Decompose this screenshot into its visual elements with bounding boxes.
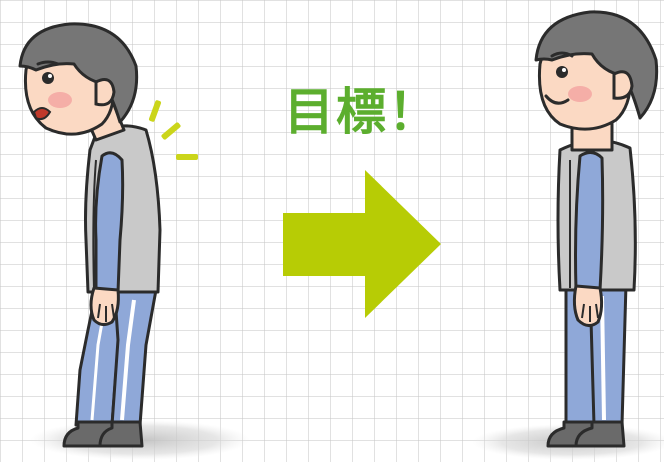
strain-marks-icon: [148, 100, 198, 160]
right-figure-shoe-front: [574, 420, 626, 448]
right-figure-eye: [556, 66, 568, 78]
right-figure-hand: [572, 284, 604, 327]
right-figure-hair: [534, 10, 659, 120]
slouching-man-icon: [18, 22, 250, 460]
goal-label: 目標！: [284, 83, 440, 141]
left-figure-mouth: [32, 107, 52, 121]
left-figure-vest-zip: [92, 159, 97, 291]
right-figure-arm: [574, 151, 605, 292]
right-arrow-icon: [283, 170, 441, 318]
left-figure-eye: [42, 72, 54, 84]
right-figure-pant-stripe: [600, 295, 606, 421]
left-figure-arm: [94, 151, 125, 294]
left-figure-front-shoe: [98, 420, 144, 448]
left-figure-cheek: [48, 92, 72, 108]
right-figure-mouth: [544, 94, 570, 105]
upright-man-icon: [472, 10, 664, 460]
left-figure-hair: [18, 22, 139, 124]
right-figure-ear: [612, 70, 634, 100]
left-figure-hand: [89, 286, 120, 327]
left-figure-pant-stripe: [120, 299, 136, 421]
right-figure-cheek: [568, 86, 592, 102]
left-figure-ear: [94, 78, 116, 107]
